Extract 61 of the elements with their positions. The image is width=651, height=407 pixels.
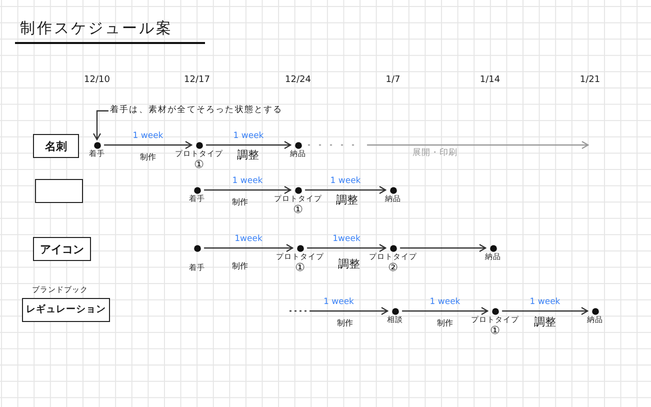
label-box: アイコン — [33, 237, 91, 261]
title: 制作スケジュール案 — [20, 20, 173, 38]
task-label: 制作 — [232, 197, 248, 207]
dot-icon — [390, 244, 396, 252]
dot-icon — [592, 308, 598, 314]
arrow — [204, 244, 294, 252]
arrow — [400, 244, 486, 252]
dot-icon — [294, 142, 302, 148]
arrow — [502, 306, 588, 316]
step-number: ② — [388, 262, 398, 275]
step-number: ① — [293, 204, 303, 217]
dot-icon — [296, 244, 304, 252]
dot-icon — [196, 142, 202, 148]
label-box: レギュレーション — [22, 298, 110, 322]
edge-label: 1 week — [132, 132, 164, 142]
dot-icon — [492, 308, 498, 314]
edge-label: 1 week — [330, 177, 361, 187]
edge-label: 1 week — [430, 298, 460, 308]
task-label: 調整 — [338, 258, 360, 272]
edge-label: 1week — [234, 235, 262, 245]
task-label: 制作 — [437, 318, 453, 328]
arrow — [289, 306, 388, 316]
task-label: 制作 — [140, 152, 156, 162]
dot-icon — [194, 244, 200, 252]
step-number: ① — [490, 325, 500, 338]
dot-icon — [294, 186, 302, 194]
date-label: 12/24 — [285, 74, 311, 86]
dot-icon — [94, 142, 100, 148]
task-label: 制作 — [337, 318, 353, 328]
arrow — [304, 186, 386, 194]
label-box: 名刺 — [33, 134, 79, 158]
callout-arrow — [92, 110, 109, 140]
task-label: 調整 — [336, 194, 358, 208]
edge-label: 1 week — [324, 298, 354, 308]
task-label: 調整 — [237, 150, 259, 162]
task-label: 制作 — [232, 261, 248, 271]
arrow — [308, 140, 589, 150]
edge-label: 1week — [332, 235, 360, 245]
arrow — [104, 140, 192, 150]
arrow — [206, 140, 292, 150]
edge-label: 展開・印刷 — [412, 149, 458, 159]
dot-icon — [392, 308, 398, 314]
date-label: 1/21 — [580, 74, 600, 86]
arrow — [204, 186, 292, 194]
edge-label: 1 week — [232, 177, 263, 187]
step-number: ① — [295, 262, 305, 275]
date-label: 1/7 — [386, 74, 400, 86]
edge-label: 1 week — [233, 132, 264, 142]
arrow — [306, 244, 386, 252]
blank-label-box — [35, 179, 83, 203]
date-label: 1/14 — [480, 74, 500, 86]
task-label: 調整 — [534, 316, 556, 330]
dot-icon — [194, 186, 200, 194]
date-label: 12/17 — [184, 74, 210, 86]
dot-icon — [390, 186, 396, 194]
note-text: 着手は、素材が全てそろった状態とする — [110, 106, 283, 116]
step-number: ① — [194, 159, 204, 172]
edge-label: 1 week — [530, 298, 560, 308]
date-label: 12/10 — [84, 74, 110, 86]
arrow — [402, 306, 488, 316]
dot-icon — [490, 244, 496, 252]
